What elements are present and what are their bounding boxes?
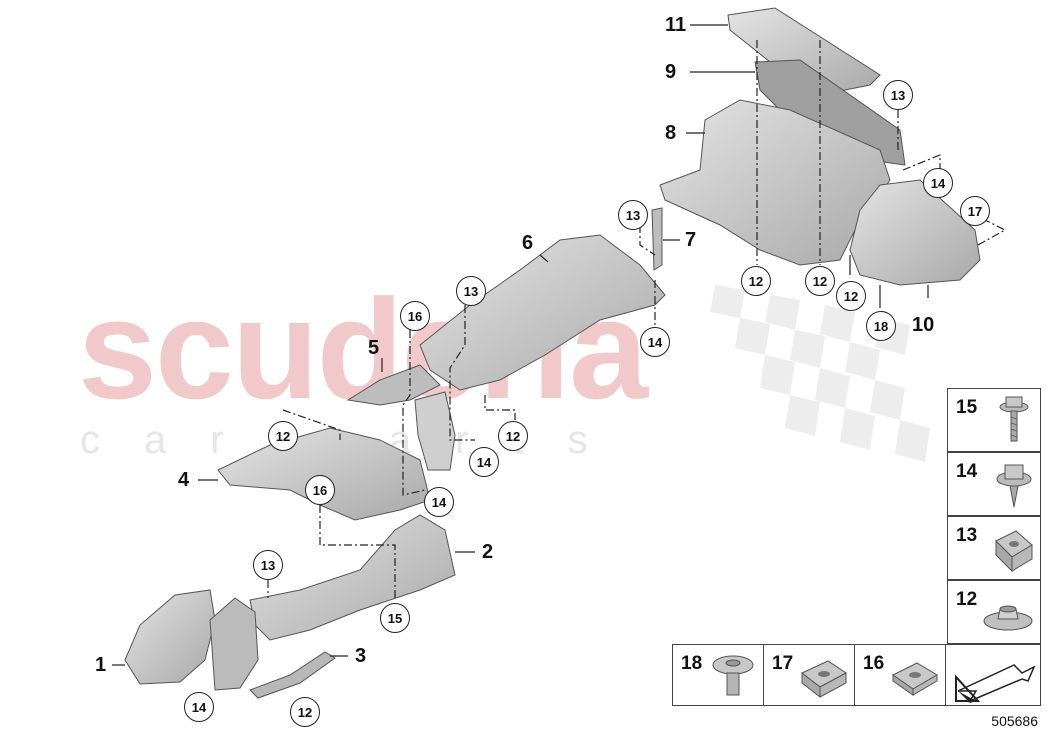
legend-direction bbox=[945, 644, 1041, 706]
legend-number: 12 bbox=[956, 589, 978, 610]
circled-ref-12: 12 bbox=[290, 697, 320, 727]
part-2-heat-shield bbox=[249, 514, 456, 641]
legend-item-13: 13 bbox=[947, 516, 1041, 580]
legend-number: 14 bbox=[956, 461, 978, 482]
part-6-heat-shield bbox=[419, 234, 666, 391]
circled-ref-12: 12 bbox=[498, 421, 528, 451]
circled-ref-12: 12 bbox=[741, 266, 771, 296]
bolt-with-washer-icon bbox=[999, 396, 1029, 442]
direction-arrow-icon bbox=[955, 664, 1036, 703]
legend-item-15: 15 bbox=[947, 388, 1041, 452]
part-9-heat-shield bbox=[754, 59, 906, 166]
callout-4: 4 bbox=[178, 469, 190, 491]
legend-item-17: 17 bbox=[763, 644, 855, 706]
circled-ref-12: 12 bbox=[836, 281, 866, 311]
circled-ref-13: 13 bbox=[456, 276, 486, 306]
legend-number: 17 bbox=[772, 653, 794, 674]
callout-11: 11 bbox=[665, 14, 687, 36]
collar-screw-icon bbox=[996, 464, 1032, 508]
circled-ref-14: 14 bbox=[469, 447, 499, 477]
circled-ref-15: 15 bbox=[380, 603, 410, 633]
circled-ref-16: 16 bbox=[400, 301, 430, 331]
circled-ref-14: 14 bbox=[184, 692, 214, 722]
legend-item-14: 14 bbox=[947, 452, 1041, 516]
legend-number: 13 bbox=[956, 525, 978, 546]
circled-ref-18: 18 bbox=[866, 311, 896, 341]
expanding-rivet-icon bbox=[712, 655, 754, 696]
part-10-heat-shield bbox=[849, 179, 981, 286]
clip-nut-icon bbox=[995, 530, 1033, 573]
callout-9: 9 bbox=[665, 61, 677, 83]
part-4-heat-shield bbox=[217, 427, 431, 521]
legend-number: 16 bbox=[863, 653, 885, 674]
legend-item-16: 16 bbox=[854, 644, 946, 706]
part-3-bracket bbox=[249, 651, 336, 699]
circled-ref-13: 13 bbox=[618, 200, 648, 230]
part-5-bracket bbox=[346, 364, 456, 471]
circled-ref-14: 14 bbox=[923, 168, 953, 198]
sheet-metal-nut-icon bbox=[892, 662, 938, 696]
leader-lines bbox=[267, 40, 1007, 600]
circled-ref-16: 16 bbox=[305, 475, 335, 505]
callout-6: 6 bbox=[522, 232, 534, 254]
callout-1: 1 bbox=[95, 654, 107, 676]
part-1-heat-shield bbox=[124, 589, 259, 691]
callout-10: 10 bbox=[912, 314, 935, 336]
number-leaders bbox=[112, 24, 929, 666]
circled-ref-17: 17 bbox=[960, 196, 990, 226]
legend-item-18: 18 bbox=[672, 644, 764, 706]
part-7-bracket bbox=[651, 207, 663, 271]
part-11-heat-shield bbox=[727, 7, 881, 96]
circled-ref-14: 14 bbox=[640, 327, 670, 357]
washer-nut-icon bbox=[983, 605, 1033, 631]
document-number: 505686 bbox=[991, 713, 1038, 729]
checker-watermark bbox=[710, 285, 930, 462]
callout-2: 2 bbox=[482, 541, 494, 563]
legend-item-12: 12 bbox=[947, 580, 1041, 644]
callout-5: 5 bbox=[368, 337, 380, 359]
callout-3: 3 bbox=[355, 645, 367, 667]
callout-8: 8 bbox=[665, 122, 677, 144]
legend-number: 18 bbox=[681, 653, 703, 674]
spring-nut-icon bbox=[801, 660, 847, 699]
circled-ref-13: 13 bbox=[883, 80, 913, 110]
callout-7: 7 bbox=[685, 229, 697, 251]
circled-ref-14: 14 bbox=[424, 487, 454, 517]
circled-ref-13: 13 bbox=[253, 550, 283, 580]
legend-number: 15 bbox=[956, 397, 978, 418]
circled-ref-12: 12 bbox=[805, 266, 835, 296]
circled-ref-12: 12 bbox=[268, 421, 298, 451]
